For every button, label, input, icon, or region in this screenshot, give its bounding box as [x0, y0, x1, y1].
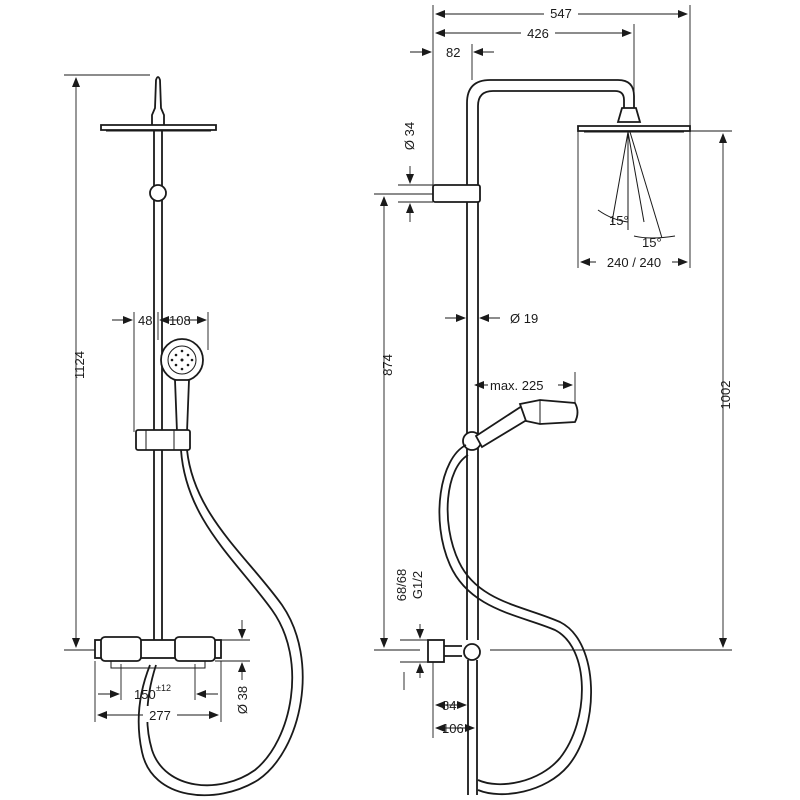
hose-connector-side — [467, 660, 478, 795]
dim-max-225: max. 225 — [490, 378, 543, 393]
dim-g12: G1/2 — [410, 571, 425, 599]
riser-arm-inner — [477, 90, 625, 640]
thermostat-knob-right — [174, 636, 216, 662]
dim-84: 84 — [442, 698, 456, 713]
dim-1124: 1124 — [72, 351, 87, 379]
dim-108: 108 — [169, 313, 191, 328]
shower-arm-front — [151, 76, 165, 125]
hose-side-outer — [438, 444, 583, 786]
dim-82: 82 — [446, 45, 460, 60]
thermostat-side — [427, 639, 445, 663]
dim-150: 150 — [134, 687, 156, 702]
dim-d19: Ø 19 — [510, 311, 538, 326]
hose-front-outer — [146, 449, 293, 787]
wall-bracket — [432, 184, 481, 203]
riser-arm-outer — [466, 79, 635, 640]
dim-48: 48 — [138, 313, 152, 328]
dim-d38: Ø 38 — [235, 686, 250, 714]
dim-547: 547 — [550, 6, 572, 21]
dim-277: 277 — [149, 708, 171, 723]
overhead-shower-side — [577, 125, 691, 132]
pipe-joint-front — [149, 184, 167, 202]
dim-150-tolerance: ±12 — [156, 683, 171, 693]
slider-holder-front — [135, 429, 191, 451]
hand-shower-handle-front — [174, 379, 190, 433]
dim-1002: 1002 — [718, 381, 733, 410]
valve-body-side — [463, 643, 481, 661]
dim-874: 874 — [380, 354, 395, 376]
hand-shower-handle-side — [474, 404, 532, 449]
hand-shower-head-side — [518, 399, 579, 425]
dim-d34: Ø 34 — [402, 122, 417, 150]
dim-68-68: 68/68 — [394, 569, 409, 602]
dim-240-240: 240 / 240 — [607, 255, 661, 270]
riser-pipe-front — [153, 131, 163, 640]
angle-15-b: 15° — [642, 235, 662, 250]
side-view: 15° 15° 240 / 240 547 426 82 Ø 34 — [374, 5, 733, 796]
overhead-shower-front — [100, 124, 217, 131]
dim-426: 426 — [527, 26, 549, 41]
front-view: 1124 48 108 150 ±12 277 Ø 38 — [64, 74, 304, 797]
dim-106: 106 — [442, 721, 464, 736]
thermostat-knob-left — [100, 636, 142, 662]
angle-15-a: 15° — [609, 213, 629, 228]
head-connector — [616, 107, 642, 123]
